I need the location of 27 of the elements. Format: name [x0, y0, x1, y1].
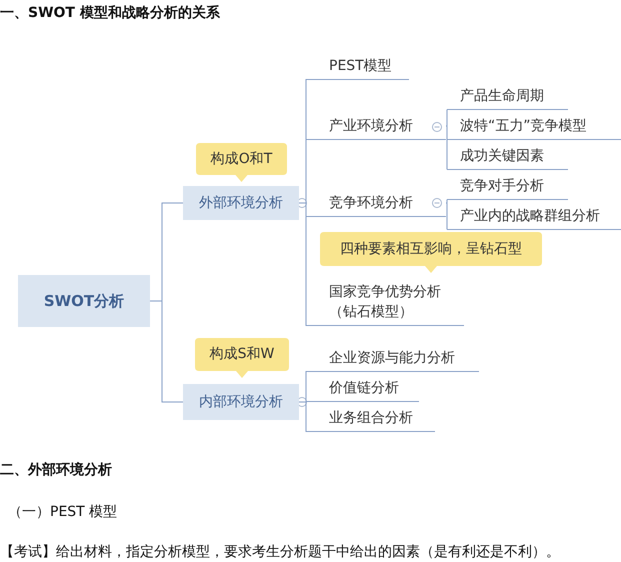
- section-heading: 二、外部环境分析: [0, 461, 112, 479]
- branch-topic: 波特“五力”竞争模型: [447, 112, 621, 140]
- branch-topic: PEST模型: [316, 52, 409, 80]
- branch-topic: 企业资源与能力分析: [316, 344, 479, 372]
- root-topic-box: SWOT分析: [18, 275, 150, 327]
- branch-topic: 竞争对手分析: [447, 172, 568, 200]
- connector-line: [446, 126, 448, 170]
- note-text: 【考试】给出材料，指定分析模型，要求考生分析题干中给出的因素（是有利还是不利）。: [0, 543, 560, 561]
- branch-topic: 产品生命周期: [447, 82, 568, 110]
- topic-box: 外部环境分析: [183, 186, 299, 220]
- branch-topic: 竞争环境分析: [316, 189, 446, 217]
- callout-bubble: 构成S和W: [195, 338, 289, 378]
- branch-topic: 业务组合分析: [316, 404, 435, 432]
- subsection-heading: （一）PEST 模型: [8, 503, 118, 521]
- callout-bubble: 构成O和T: [196, 143, 287, 182]
- branch-topic: 国家竞争优势分析（钻石模型）: [316, 280, 464, 326]
- branch-topic: 价值链分析: [316, 374, 419, 402]
- connector-line: [150, 300, 184, 402]
- callout-bubble: 四种要素相互影响，呈钻石型: [320, 232, 542, 273]
- topic-box: 内部环境分析: [183, 384, 299, 420]
- branch-topic: 成功关键因素: [447, 142, 568, 170]
- section-heading: 一、SWOT 模型和战略分析的关系: [0, 4, 220, 22]
- connector-line: [446, 199, 448, 204]
- connector-line: [446, 202, 448, 230]
- branch-topic: 产业环境分析: [316, 112, 446, 140]
- connector-line: [446, 109, 448, 126]
- branch-topic: 产业内的战略群组分析: [447, 202, 621, 230]
